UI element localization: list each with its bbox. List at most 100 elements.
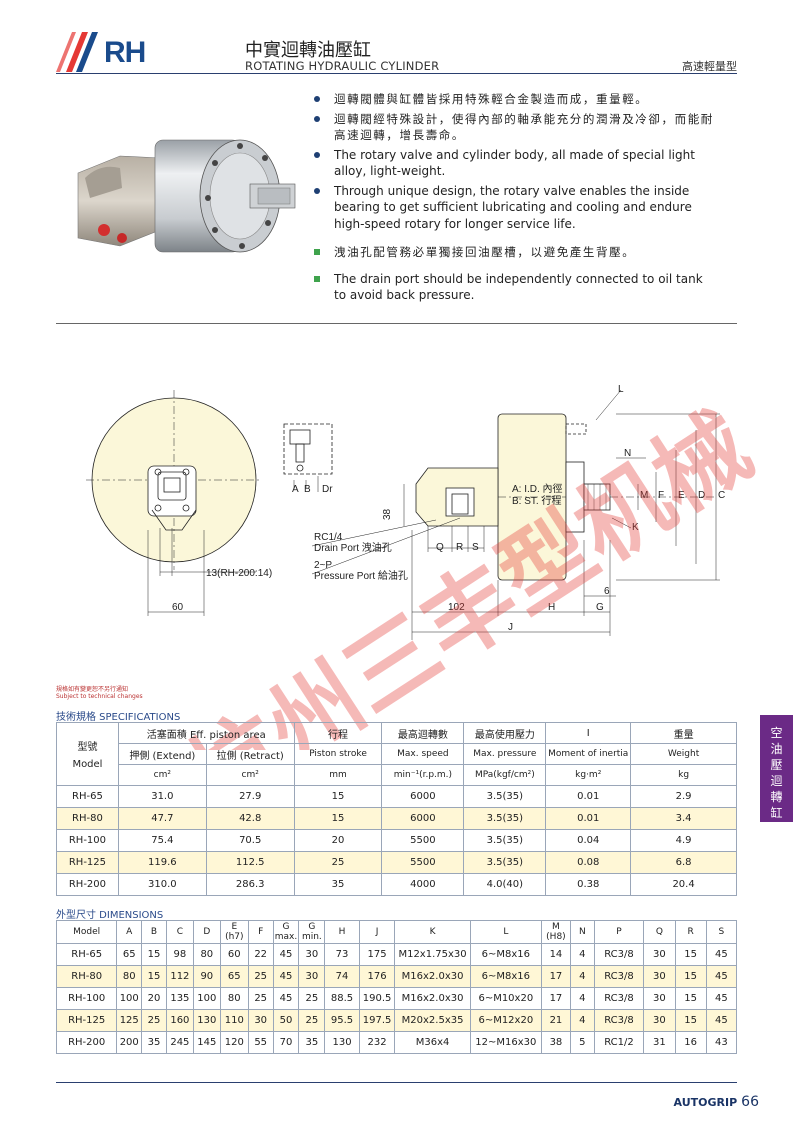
table-cell: 4.9 bbox=[630, 829, 737, 852]
dim-header-label: F bbox=[258, 927, 264, 937]
spec-u-press: MPa(kgf/cm²) bbox=[463, 764, 547, 786]
table-cell: 145 bbox=[192, 1031, 221, 1054]
footer-brand: AUTOGRIP bbox=[673, 1096, 738, 1109]
table-cell: 15 bbox=[141, 943, 167, 966]
feature-item: The rotary valve and cylinder body, all … bbox=[312, 147, 714, 180]
table-cell: M36x4 bbox=[394, 1031, 471, 1054]
side-category-tab[interactable]: 空油壓迴轉缸 bbox=[760, 715, 793, 822]
table-cell: 27.9 bbox=[205, 785, 295, 808]
table-cell: M16x2.0x30 bbox=[394, 965, 471, 988]
table-cell: 130 bbox=[192, 1009, 221, 1032]
dim-c: C bbox=[718, 490, 725, 501]
table-cell: 35 bbox=[298, 1031, 326, 1054]
table-cell: 73 bbox=[324, 943, 360, 966]
table-cell: 80 bbox=[116, 965, 143, 988]
label-dr: Dr bbox=[322, 484, 333, 495]
table-cell: 2.9 bbox=[630, 785, 737, 808]
table-cell: 6000 bbox=[381, 785, 465, 808]
table-cell: 3.5(35) bbox=[463, 829, 547, 852]
feature-item: 迴轉閥體與缸體皆採用特殊輕合金製造而成，重量輕。 bbox=[312, 91, 714, 108]
label-a: A bbox=[292, 484, 299, 495]
table-cell: RH-80 bbox=[55, 965, 118, 988]
spec-h-stroke-en: Piston stroke bbox=[293, 743, 383, 765]
table-cell: 5500 bbox=[381, 829, 465, 852]
table-cell: 5 bbox=[569, 1031, 595, 1054]
dim-header-cell: H bbox=[324, 920, 360, 944]
table-cell: 125 bbox=[116, 1009, 143, 1032]
table-cell: 3.5(35) bbox=[463, 851, 547, 874]
spec-u-ext: cm² bbox=[117, 764, 207, 786]
dim-102: 102 bbox=[448, 602, 465, 613]
table-cell: 3.5(35) bbox=[463, 807, 547, 830]
table-cell: RH-65 bbox=[56, 785, 119, 808]
table-cell: 120 bbox=[219, 1031, 249, 1054]
table-cell: 6~M8x16 bbox=[469, 965, 542, 988]
dim-header-cell: P bbox=[593, 920, 645, 944]
dim-l: L bbox=[618, 384, 624, 395]
table-cell: 35 bbox=[141, 1031, 167, 1054]
table-cell: 4 bbox=[569, 943, 595, 966]
table-cell: 100 bbox=[192, 987, 221, 1010]
spec-section-title: 技術規格 SPECIFICATIONS bbox=[56, 712, 181, 723]
dim-header-cell: N bbox=[569, 920, 595, 944]
type-badge: 高速輕量型 bbox=[682, 60, 737, 73]
dim-header-cell: L bbox=[469, 920, 542, 944]
dim-header-label: E bbox=[231, 922, 238, 932]
table-cell: 25 bbox=[247, 987, 274, 1010]
feature-text: Through unique design, the rotary valve … bbox=[334, 183, 692, 231]
table-cell: 80 bbox=[219, 987, 249, 1010]
table-cell: 12~M16x30 bbox=[469, 1031, 542, 1054]
dim-header-cell: F bbox=[247, 920, 274, 944]
spec-u-inertia: kg·m² bbox=[545, 764, 632, 786]
feature-text: 迴轉閥體與缸體皆採用特殊輕合金製造而成，重量輕。 bbox=[334, 92, 649, 106]
table-cell: RH-100 bbox=[55, 987, 118, 1010]
spec-h-press-en: Max. pressure bbox=[463, 743, 547, 765]
dim-header-cell: A bbox=[116, 920, 143, 944]
table-cell: RH-80 bbox=[56, 807, 119, 830]
table-cell: 5500 bbox=[381, 851, 465, 874]
page-title-en: ROTATING HYDRAULIC CYLINDER bbox=[245, 59, 440, 73]
feature-item: 迴轉閥經特殊設計，使得內部的軸承能充分的潤滑及冷卻，而能耐高速迴轉，增長壽命。 bbox=[312, 111, 714, 144]
table-cell: 176 bbox=[358, 965, 396, 988]
dim-header-label: G bbox=[282, 922, 290, 932]
table-cell: 50 bbox=[272, 1009, 300, 1032]
table-cell: 25 bbox=[293, 851, 383, 874]
table-cell: 47.7 bbox=[117, 807, 207, 830]
dim-6: 6 bbox=[604, 586, 610, 597]
table-cell: 45 bbox=[705, 943, 738, 966]
table-cell: 30 bbox=[247, 1009, 274, 1032]
table-cell: RC3/8 bbox=[593, 943, 645, 966]
table-cell: 197.5 bbox=[358, 1009, 396, 1032]
table-cell: 0.08 bbox=[545, 851, 632, 874]
table-cell: RH-200 bbox=[55, 1031, 118, 1054]
table-cell: 245 bbox=[165, 1031, 194, 1054]
dim-header-cell: J bbox=[358, 920, 396, 944]
table-cell: 4.0(40) bbox=[463, 873, 547, 896]
table-cell: 135 bbox=[165, 987, 194, 1010]
dim-13: 13(RH-200:14) bbox=[206, 568, 272, 579]
table-cell: 110 bbox=[219, 1009, 249, 1032]
table-cell: M20x2.5x35 bbox=[394, 1009, 471, 1032]
footer-divider bbox=[56, 1082, 737, 1083]
table-cell: 17 bbox=[540, 965, 571, 988]
table-cell: 6.8 bbox=[630, 851, 737, 874]
table-cell: 25 bbox=[298, 1009, 326, 1032]
page-number: 66 bbox=[741, 1094, 759, 1110]
dim-header-cell: C bbox=[165, 920, 194, 944]
feature-text: 洩油孔配管務必單獨接回油壓槽，以避免產生背壓。 bbox=[334, 245, 636, 259]
dim-header-sub: (H8) bbox=[546, 932, 566, 942]
table-cell: RH-65 bbox=[55, 943, 118, 966]
feature-text: 迴轉閥經特殊設計，使得內部的軸承能充分的潤滑及冷卻，而能耐高速迴轉，增長壽命。 bbox=[334, 111, 714, 143]
table-cell: 31 bbox=[643, 1031, 676, 1054]
spec-u-weight: kg bbox=[630, 764, 737, 786]
section-divider bbox=[56, 323, 737, 324]
bullet-dot-icon bbox=[314, 187, 320, 194]
